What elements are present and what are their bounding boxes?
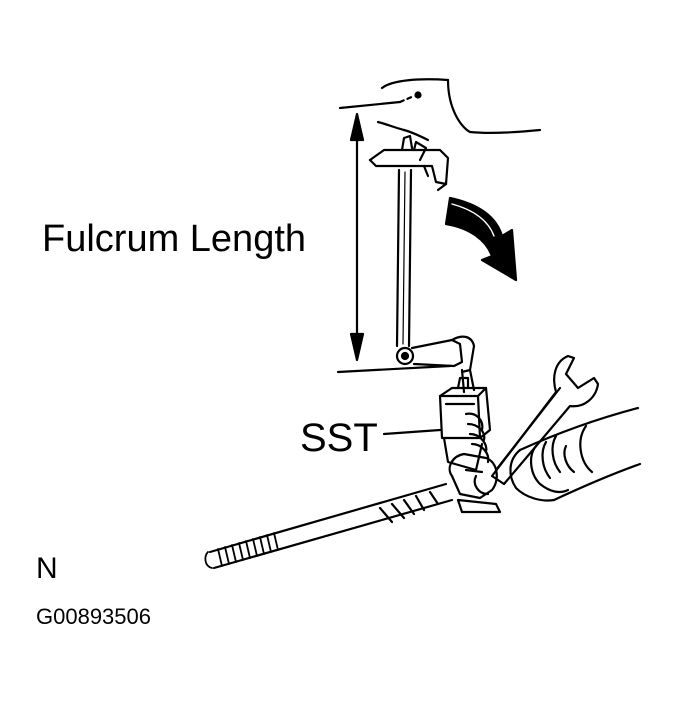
sst-leader-line bbox=[382, 428, 442, 436]
upper-housing bbox=[376, 78, 542, 142]
steering-rack-housing bbox=[509, 406, 642, 502]
fulcrum-reference-bottom bbox=[336, 364, 452, 374]
view-marker-label: N bbox=[36, 552, 58, 585]
fulcrum-reference-top bbox=[338, 91, 422, 110]
fulcrum-length-label: Fulcrum Length bbox=[42, 218, 307, 260]
sst-label: SST bbox=[300, 416, 378, 460]
tie-rod bbox=[208, 482, 454, 570]
rack-end-joint bbox=[448, 452, 502, 514]
open-end-wrench bbox=[490, 354, 600, 486]
sst-adapter bbox=[438, 368, 492, 472]
torque-wrench-head bbox=[368, 134, 450, 192]
torque-wrench-shaft bbox=[395, 168, 413, 348]
tie-rod-threads bbox=[204, 532, 279, 569]
figure-code-label: G00893506 bbox=[36, 604, 151, 629]
fulcrum-length-dimension bbox=[349, 112, 365, 362]
rotation-arrow bbox=[444, 196, 518, 282]
